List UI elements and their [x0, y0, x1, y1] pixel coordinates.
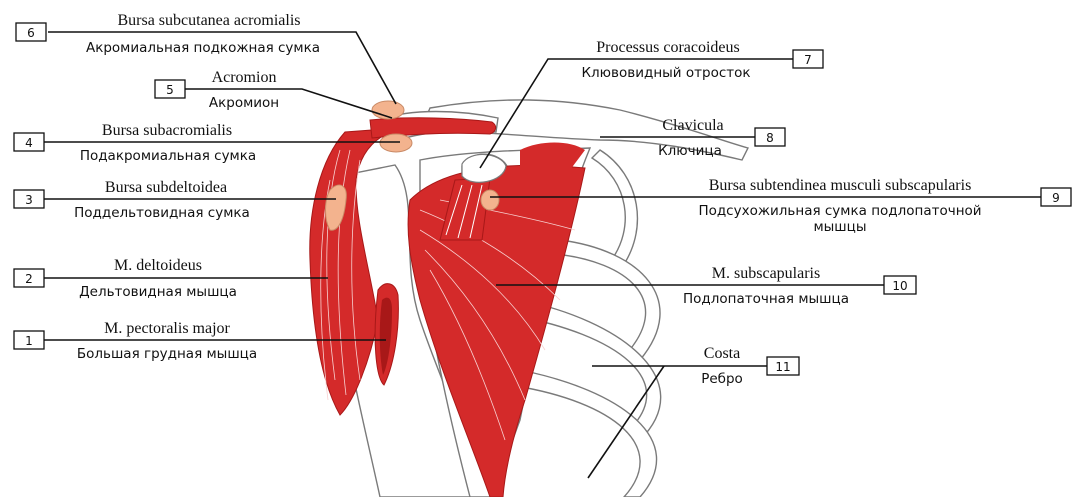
number-box-8: 8 — [755, 128, 785, 146]
label-11-latin: Costa — [704, 345, 740, 362]
number-box-11: 11 — [767, 357, 799, 375]
number-box-9: 9 — [1041, 188, 1071, 206]
label-11-russian: Ребро — [701, 371, 743, 387]
number-1: 1 — [25, 334, 33, 348]
label-3-russian: Поддельтовидная сумка — [74, 205, 250, 221]
number-box-2: 2 — [14, 269, 44, 287]
label-5-russian: Акромион — [209, 95, 279, 111]
label-7-latin: Processus coracoideus — [596, 39, 740, 56]
label-6-russian: Акромиальная подкожная сумка — [86, 40, 320, 56]
number-box-5: 5 — [155, 80, 185, 98]
number-10: 10 — [892, 279, 907, 293]
label-9-russian-1: Подсухожильная сумка подлопаточной — [698, 203, 981, 219]
label-4-russian: Подакромиальная сумка — [80, 148, 256, 164]
number-box-6: 6 — [16, 23, 46, 41]
label-8-latin: Clavicula — [662, 117, 723, 134]
bursa-subacromialis — [380, 134, 412, 152]
number-box-10: 10 — [884, 276, 916, 294]
number-2: 2 — [25, 272, 33, 286]
number-5: 5 — [166, 83, 174, 97]
label-3-latin: Bursa subdeltoidea — [105, 179, 227, 196]
number-11: 11 — [775, 360, 790, 374]
number-7: 7 — [804, 53, 812, 67]
number-6: 6 — [27, 26, 35, 40]
label-8-russian: Ключица — [658, 143, 722, 159]
label-6-latin: Bursa subcutanea acromialis — [117, 12, 300, 29]
bursa-subtendinea-subscapularis — [481, 190, 499, 210]
number-box-7: 7 — [793, 50, 823, 68]
label-1-latin: M. pectoralis major — [104, 320, 230, 337]
label-9-latin: Bursa subtendinea musculi subscapularis — [709, 177, 972, 194]
number-box-1: 1 — [14, 331, 44, 349]
rib-4 — [516, 370, 657, 497]
number-8: 8 — [766, 131, 774, 145]
number-4: 4 — [25, 136, 33, 150]
number-box-4: 4 — [14, 133, 44, 151]
label-9-russian-2: мышцы — [813, 219, 866, 235]
label-1-russian: Большая грудная мышца — [77, 346, 257, 362]
label-4-latin: Bursa subacromialis — [102, 122, 232, 139]
number-3: 3 — [25, 193, 33, 207]
label-7-russian: Клювовидный отросток — [581, 65, 750, 81]
label-2-russian: Дельтовидная мышца — [79, 284, 237, 300]
label-10-russian: Подлопаточная мышца — [683, 291, 849, 307]
label-5-latin: Acromion — [212, 69, 277, 86]
number-box-3: 3 — [14, 190, 44, 208]
label-10-latin: M. subscapularis — [712, 265, 820, 282]
label-2-latin: M. deltoideus — [114, 257, 202, 274]
number-9: 9 — [1052, 191, 1060, 205]
